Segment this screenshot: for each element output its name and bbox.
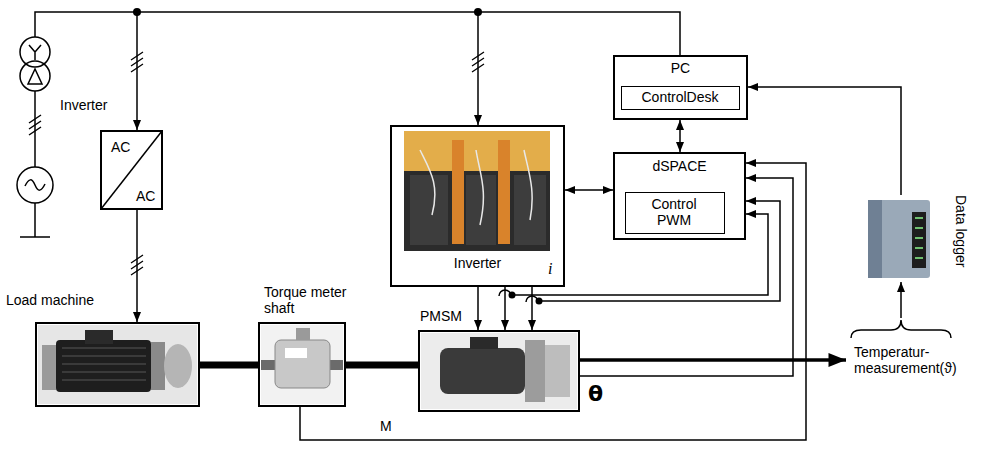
signal-connector (504, 287, 506, 330)
signal-connector (748, 87, 901, 195)
box-heading: Load machine (6, 292, 94, 308)
pmsm-photo (421, 333, 577, 409)
angle-symbol: θ (588, 382, 603, 406)
torque-meter-box: Torque meter shaft (258, 322, 346, 407)
supply-line (136, 12, 138, 130)
motor-box: PMSM (418, 330, 580, 412)
software-box: ControlDesk (621, 86, 740, 110)
measurement-line (900, 282, 902, 318)
converter-side: AC (136, 188, 155, 204)
load-machine-photo (38, 325, 197, 404)
box-title: Inverter (392, 255, 563, 271)
shaft (346, 362, 418, 369)
machine-box: Load machine (35, 322, 200, 407)
inverter-photo (404, 131, 550, 251)
box-heading: PMSM (420, 308, 462, 324)
converter-diagonal (101, 131, 162, 209)
signal-name: M (378, 418, 394, 434)
signal-connector (679, 120, 681, 152)
measurement-label: Temperatur- measurement(ϑ) (854, 344, 972, 376)
box-title: dSPACE (615, 158, 744, 174)
box-title: Control PWM (642, 196, 706, 228)
current-symbol: i (548, 260, 552, 278)
shaft (200, 362, 258, 369)
signal-connector (300, 163, 806, 440)
box-heading: Inverter (60, 97, 107, 113)
box-heading: Torque meter shaft (264, 284, 359, 316)
data-logger: Data logger (865, 195, 937, 280)
box-title: PC (615, 60, 746, 76)
grid-supply (17, 12, 680, 237)
torque-meter-photo (261, 325, 343, 404)
current-signal-line (512, 214, 768, 295)
box-title: ControlDesk (622, 89, 738, 105)
converter-box: InverterACAC (100, 130, 163, 210)
inverter-box: Inverter (390, 125, 565, 287)
control-block: Control PWM (625, 192, 725, 234)
data-logger-photo (868, 200, 930, 278)
signal-connector (531, 287, 533, 330)
signal-connector (565, 189, 613, 191)
signal-connector (477, 287, 479, 330)
signal-connector (136, 210, 138, 322)
signal-connector (580, 178, 793, 376)
pc-box: PC ControlDesk (613, 55, 748, 120)
box-heading: Data logger (953, 195, 969, 267)
controller-box: dSPACE Control PWM (613, 152, 746, 240)
converter-side: AC (111, 139, 130, 155)
brace (851, 320, 951, 338)
